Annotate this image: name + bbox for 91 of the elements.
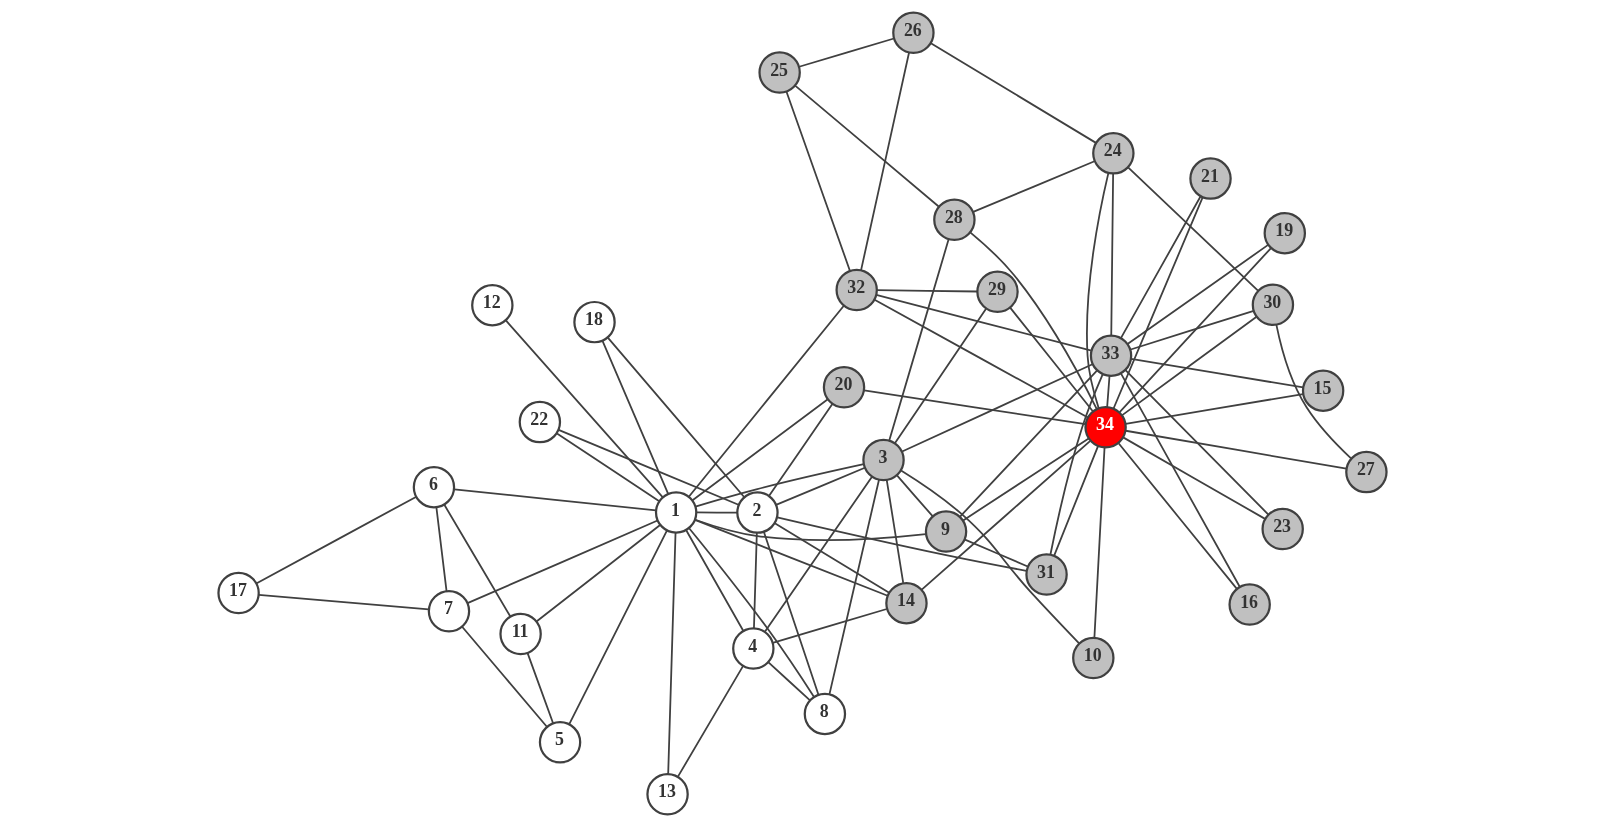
connector — [1049, 373, 1104, 556]
connector — [900, 469, 1080, 645]
node-circle: 24 — [1092, 132, 1135, 175]
connector — [453, 488, 657, 512]
connector — [894, 307, 988, 445]
node-circle: 26 — [892, 11, 935, 54]
node-circle: 34 — [1084, 406, 1127, 449]
node-circle: 8 — [803, 692, 847, 736]
connector — [873, 298, 1089, 419]
connector — [1275, 324, 1352, 460]
connector — [526, 652, 554, 724]
node-circle: 15 — [1301, 369, 1345, 412]
connector — [763, 531, 820, 696]
connector — [556, 432, 660, 502]
connector — [901, 363, 1094, 453]
node-circle: 19 — [1263, 211, 1307, 255]
connector — [920, 440, 1091, 591]
connector — [687, 304, 845, 498]
connector — [885, 479, 905, 584]
connector — [888, 238, 950, 442]
node-circle: 23 — [1261, 507, 1304, 551]
connector — [688, 527, 815, 698]
connector — [557, 429, 740, 506]
connector — [930, 42, 1097, 144]
connector — [767, 661, 811, 701]
connector — [895, 474, 934, 518]
connector — [1053, 445, 1099, 557]
connector — [1127, 244, 1270, 345]
node-circle: 12 — [471, 283, 514, 327]
connector — [443, 503, 512, 618]
node-circle: 11 — [499, 612, 542, 656]
connector — [504, 319, 664, 499]
node-circle: 13 — [646, 773, 689, 816]
node-circle: 18 — [573, 300, 616, 344]
node-circle: 27 — [1345, 450, 1388, 494]
node-circle: 17 — [217, 571, 260, 615]
connector — [775, 466, 866, 506]
connector — [685, 529, 745, 632]
connector — [828, 479, 880, 695]
connector — [776, 516, 1028, 572]
connector — [694, 518, 889, 597]
node-circle: 4 — [732, 627, 775, 670]
node-circle: 29 — [976, 270, 1019, 314]
connector — [969, 231, 1098, 410]
connector — [964, 538, 1029, 568]
node-circle: 2 — [736, 491, 779, 534]
connector — [1124, 369, 1270, 516]
node-circle: 32 — [835, 268, 878, 312]
node-circle: 30 — [1251, 283, 1295, 326]
connector — [1127, 166, 1260, 292]
connector — [860, 51, 910, 271]
connector — [691, 398, 829, 502]
connector — [1086, 172, 1110, 410]
connector — [962, 437, 1090, 522]
node-circle: 31 — [1025, 553, 1068, 596]
node-circle: 25 — [758, 51, 801, 94]
node-circle: 10 — [1072, 636, 1115, 680]
node-circle: 3 — [862, 438, 905, 482]
connector — [1121, 315, 1258, 416]
connector — [798, 37, 895, 68]
connector — [972, 160, 1096, 213]
connector — [958, 369, 1098, 518]
node-circle: 20 — [822, 365, 866, 409]
connector — [768, 402, 834, 497]
connector — [794, 84, 940, 208]
connector — [1117, 442, 1238, 590]
connector — [1009, 306, 1094, 413]
connector — [607, 337, 745, 498]
node-circle: 16 — [1228, 583, 1271, 626]
node-circle: 5 — [538, 721, 582, 764]
node-circle: 21 — [1189, 157, 1232, 200]
node-circle: 9 — [924, 510, 968, 553]
connector — [601, 339, 670, 495]
connector — [255, 496, 417, 585]
connector — [1118, 247, 1272, 413]
node-circle: 6 — [412, 465, 456, 509]
connector — [1122, 436, 1266, 520]
connector — [753, 532, 758, 629]
connector — [1112, 196, 1204, 410]
connector — [764, 475, 873, 633]
connector — [1120, 372, 1241, 588]
node-circle: 1 — [654, 491, 698, 534]
node-circle: 22 — [518, 400, 562, 444]
connector — [461, 625, 548, 728]
connector — [677, 665, 744, 778]
node-circle: 7 — [427, 589, 471, 633]
connector — [535, 524, 661, 623]
connector — [568, 529, 668, 725]
node-circle: 14 — [885, 581, 928, 625]
node-circle: 28 — [933, 198, 976, 241]
node-circle: 33 — [1089, 334, 1133, 377]
